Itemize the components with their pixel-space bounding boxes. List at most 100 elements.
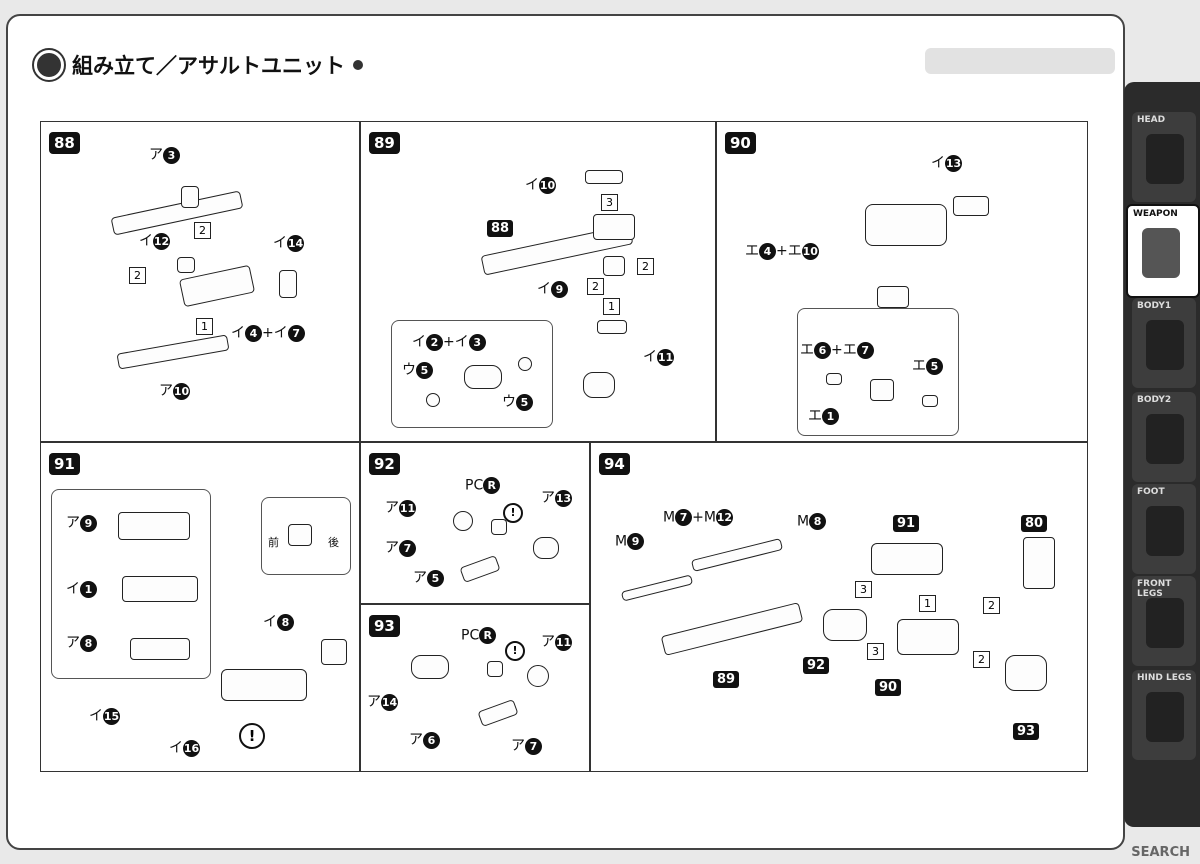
subassembly-tag: 90 xyxy=(875,679,902,696)
part-label: イ14 xyxy=(273,234,304,252)
part-label: ア13 xyxy=(541,489,572,507)
subassembly-tag: 91 xyxy=(893,515,920,532)
step-order-marker: 1 xyxy=(603,298,620,315)
subassembly-tag: 88 xyxy=(487,220,514,237)
header-decoration xyxy=(925,48,1115,74)
step-order-marker: 2 xyxy=(587,278,604,295)
front-label: 前 xyxy=(268,536,279,549)
part-label: イ13 xyxy=(931,154,962,172)
part-small xyxy=(877,286,909,308)
step-order-marker: 2 xyxy=(194,222,211,239)
part-small xyxy=(597,320,627,334)
part-label: イ11 xyxy=(643,348,674,366)
caution-icon: ! xyxy=(505,641,525,661)
part-assembly xyxy=(221,669,307,701)
step-number: 90 xyxy=(725,132,756,154)
part-housing xyxy=(871,543,943,575)
weapon-icon xyxy=(1142,228,1180,278)
part-housing xyxy=(865,204,947,246)
foot-icon xyxy=(1146,506,1184,556)
part-joint xyxy=(583,372,615,398)
part-label: イ15 xyxy=(89,707,120,725)
page-title-text: 組み立て／アサルトユニット xyxy=(72,54,345,78)
subassembly-tag: 92 xyxy=(803,657,830,674)
subassembly-tag: 89 xyxy=(713,671,740,688)
step-number: 91 xyxy=(49,453,80,475)
part-small xyxy=(585,170,623,184)
body1-icon xyxy=(1146,320,1184,370)
back-label: 後 xyxy=(328,536,339,549)
part-small xyxy=(321,639,347,665)
part-barrel xyxy=(110,190,244,236)
step-order-marker: 1 xyxy=(196,318,213,335)
part-disc xyxy=(527,665,549,687)
part-label: イ10 xyxy=(525,176,556,194)
part-cap xyxy=(426,393,440,407)
step-order-marker: 2 xyxy=(637,258,654,275)
tab-front-legs[interactable]: FRONT LEGS xyxy=(1132,576,1196,666)
step-order-marker: 2 xyxy=(129,267,146,284)
part-disc xyxy=(453,511,473,531)
part-barrel xyxy=(620,574,694,602)
tab-body1[interactable]: BODY1 xyxy=(1132,298,1196,388)
part-label: ア11 xyxy=(541,633,572,651)
step-order-marker: 1 xyxy=(919,595,936,612)
step-order-marker: 2 xyxy=(983,597,1000,614)
part-mount xyxy=(181,186,199,208)
part-body xyxy=(593,214,635,240)
caution-icon: ! xyxy=(239,723,265,749)
page-title: 組み立て／アサルトユニット xyxy=(32,48,363,82)
part-pin xyxy=(826,373,842,385)
head-icon xyxy=(1146,134,1184,184)
direction-box: 前 後 xyxy=(261,497,351,575)
step-number: 92 xyxy=(369,453,400,475)
tab-head[interactable]: HEAD xyxy=(1132,112,1196,202)
part-housing xyxy=(897,619,959,655)
subassembly-tag: 80 xyxy=(1021,515,1048,532)
part-joint xyxy=(533,537,559,559)
caution-icon: ! xyxy=(503,503,523,523)
part-arm xyxy=(411,655,449,679)
part-joint xyxy=(823,609,867,641)
part-clip xyxy=(279,270,297,298)
part-cover xyxy=(118,512,190,540)
step-order-marker: 2 xyxy=(973,651,990,668)
part-rail xyxy=(116,334,230,370)
tab-foot[interactable]: FOOT xyxy=(1132,484,1196,574)
part-frame xyxy=(122,576,198,602)
part-small xyxy=(603,256,625,276)
part-barrel xyxy=(690,538,784,572)
part-link xyxy=(477,698,519,728)
subassembly-tag: 93 xyxy=(1013,723,1040,740)
part-label: ア11 xyxy=(385,499,416,517)
step-number: 89 xyxy=(369,132,400,154)
tab-hind-legs[interactable]: HIND LEGS xyxy=(1132,670,1196,760)
tab-body2[interactable]: BODY2 xyxy=(1132,392,1196,482)
tab-weapon[interactable]: WEAPON xyxy=(1126,204,1200,298)
hind-legs-icon xyxy=(1146,692,1184,742)
step-order-marker: 3 xyxy=(855,581,872,598)
footer-brand: SEARCH xyxy=(1131,845,1190,860)
